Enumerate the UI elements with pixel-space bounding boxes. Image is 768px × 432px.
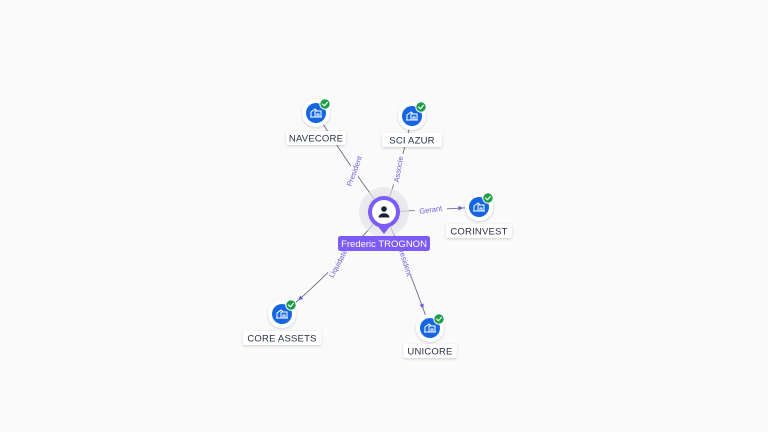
building-icon (310, 108, 322, 118)
edge-relation-label: Associe (392, 156, 405, 183)
center-label-bg (338, 236, 430, 251)
edge-arrow (297, 295, 304, 301)
edge-relation-label: Gerant (419, 204, 444, 216)
company-name: NAVECORE (289, 134, 343, 145)
company-name: CORE ASSETS (247, 334, 316, 345)
company-label-bg (242, 331, 322, 345)
company-node-corinvest[interactable]: CORINVEST (446, 192, 512, 238)
company-label-bg (382, 133, 442, 147)
building-icon (424, 323, 436, 333)
check-badge-icon (319, 98, 331, 110)
edge-arrow (458, 206, 464, 211)
building-icon (406, 111, 418, 121)
company-name: SCI AZUR (389, 136, 434, 147)
company-node-unicore[interactable]: UNICORE (403, 313, 457, 358)
company-label-bg (403, 344, 457, 358)
company-node-core-assets[interactable]: CORE ASSETS (242, 299, 322, 345)
building-icon (276, 309, 288, 319)
center-person-node[interactable]: Frederic TROGNON (338, 162, 430, 251)
company-label-bg (286, 131, 346, 145)
building-icon (473, 202, 485, 212)
company-name: CORINVEST (450, 227, 507, 238)
person-icon (378, 206, 390, 218)
company-name: UNICORE (407, 347, 452, 358)
edge-corinvest: Gerant (383, 202, 480, 217)
check-badge-icon (285, 299, 297, 311)
check-badge-icon (433, 313, 445, 325)
center-person-name: Frederic TROGNON (341, 239, 427, 250)
company-node-navecore[interactable]: NAVECORE (286, 98, 346, 145)
company-label-bg (446, 224, 512, 238)
edge-arrow (419, 303, 424, 309)
company-node-sci-azur[interactable]: SCI AZUR (382, 101, 442, 147)
check-badge-icon (482, 192, 494, 204)
edge-relation-label: President (345, 154, 365, 188)
check-badge-icon (415, 101, 427, 113)
